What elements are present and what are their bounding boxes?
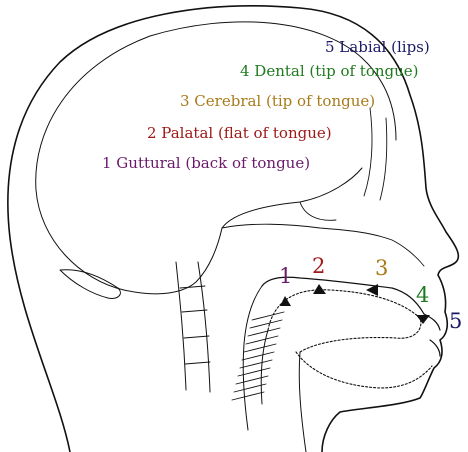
marker-guttural [280,296,291,306]
marker-number-dental: 4 [416,283,430,307]
lower-jaw [295,351,433,389]
tongue [267,289,422,353]
nasal-cavity [221,107,425,267]
label-cerebral: 3 Cerebral (tip of tongue) [180,92,376,110]
label-guttural: 1 Guttural (back of tongue) [102,154,311,172]
vertebrae [179,285,211,365]
spinal-column [175,261,211,393]
ear [59,269,121,299]
marker-number-cerebral: 3 [375,256,389,280]
vocal-folds-hatching [231,311,285,401]
marker-number-palatal: 2 [312,254,326,278]
head-outline [7,5,460,452]
lips [423,313,441,357]
brain-base-line [123,167,363,295]
marker-dental [416,315,430,324]
marker-number-guttural: 1 [279,264,293,288]
label-labial: 5 Labial (lips) [325,38,430,56]
label-dental: 4 Dental (tip of tongue) [240,62,419,80]
throat [242,285,269,431]
label-palatal: 2 Palatal (flat of tongue) [147,124,332,142]
palate-line [261,276,425,315]
skull-inner-line [35,21,397,291]
articulation-markers [280,284,430,324]
marker-cerebral [366,284,378,296]
neck-front [298,351,307,452]
marker-number-labial: 5 [449,309,463,333]
marker-palatal [313,284,326,294]
